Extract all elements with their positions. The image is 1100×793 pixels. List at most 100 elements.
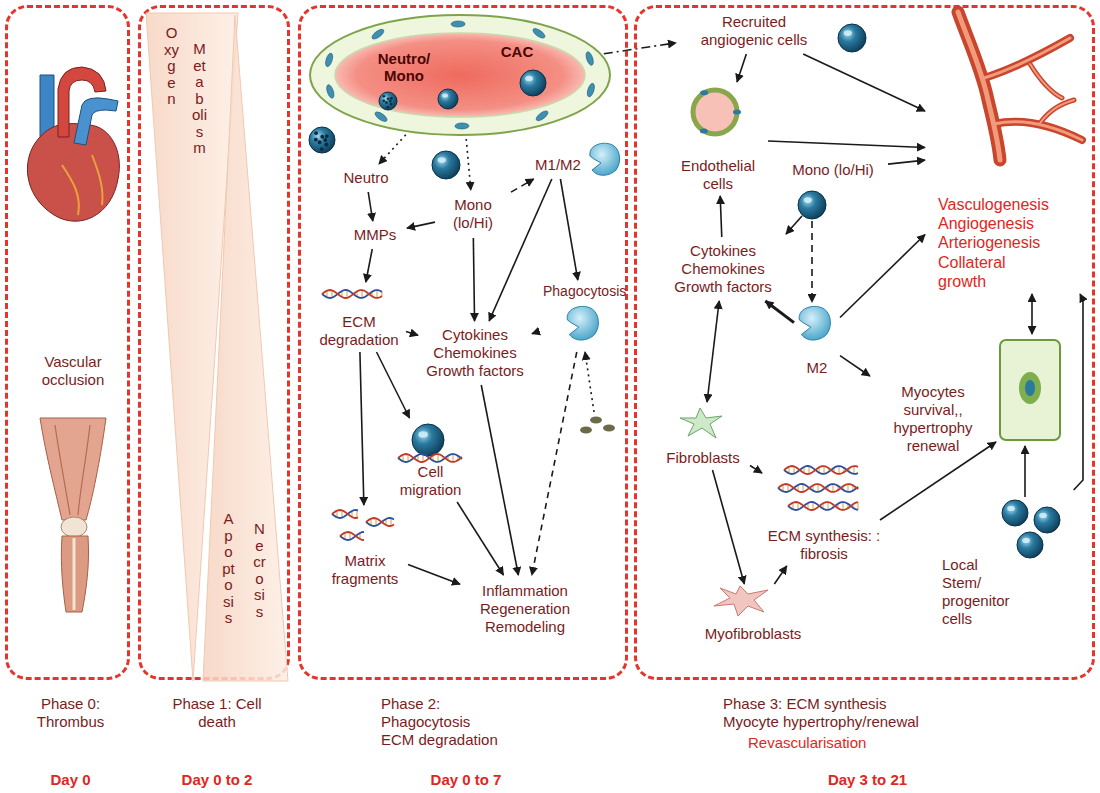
neutrophil-icon	[379, 92, 397, 110]
arrow-connector	[377, 352, 410, 418]
text-slot: Day 3 to 21	[637, 771, 1098, 789]
arrow-connector	[604, 43, 676, 54]
endothelial-vessel-icon	[693, 90, 741, 134]
arrow-connector	[481, 385, 518, 575]
node-text: Cytokines Chemokines Growth factors	[423, 326, 527, 380]
phase-label: Neutro/ Mono	[368, 50, 440, 85]
text-slot: Phase 1: Cell death	[172, 695, 262, 731]
phase-panel: Phase 3: ECM synthesis Myocyte hypertrop…	[634, 5, 1095, 680]
arrow-connector	[360, 352, 364, 505]
outcome-label: Vasculogenesis Angiogenesis Arteriogenes…	[928, 11, 1093, 291]
ecm-fiber-icon	[322, 290, 382, 298]
phase-panel: Phase 1: Cell deathDay 0 to 2OxygenMetab…	[138, 5, 290, 680]
process-label: ECM degradation	[315, 285, 403, 349]
arrow-connector	[532, 352, 577, 575]
node-text: Myofibroblasts	[699, 625, 807, 643]
cell-label: Endothelial cells	[671, 85, 765, 193]
ecm-fiber-icon	[398, 454, 462, 462]
node-text: MMPs	[348, 226, 402, 244]
text-slot: Necrosis	[252, 521, 267, 620]
node-text: M2	[799, 359, 835, 377]
arrow-connector	[466, 139, 471, 190]
neutrophil-icon	[309, 127, 335, 153]
arrow-connector	[768, 141, 925, 147]
cell-label: Mono (lo/Hi)	[781, 159, 885, 181]
arrow-connector	[888, 160, 925, 164]
monocyte-icon	[798, 191, 826, 219]
text-slot: Phase 3: ECM synthesis Myocyte hypertrop…	[723, 695, 938, 731]
monocyte-icon	[1002, 500, 1028, 526]
cell-label: M2	[797, 303, 837, 377]
text-slot: Revascularisation	[748, 734, 918, 752]
monocyte-icon	[438, 89, 458, 109]
ecm-fiber-icon	[784, 466, 858, 474]
outcome-label: Inflammation Regeneration Remodeling	[463, 578, 587, 640]
text-slot: Phase 2: Phagocytosis ECM degradation	[381, 695, 499, 749]
ecm-fiber-icon	[366, 518, 394, 526]
cell-label: M1/M2	[529, 154, 587, 176]
text-slot: Neutro/ Mono	[368, 50, 440, 85]
heart-illustration	[27, 67, 119, 221]
node-text: Neutro	[335, 169, 397, 187]
node-text: Phagocytosis	[543, 283, 625, 300]
leader-arrow	[811, 221, 813, 302]
arrow-connector	[489, 179, 552, 321]
text-slot: Vascular occlusion	[18, 353, 128, 389]
node-text: Myocytes survival,, hypertrophy renewal	[873, 383, 993, 455]
myocyte-icon	[1000, 340, 1060, 440]
arrow-connector	[473, 238, 474, 321]
arrow-connector	[408, 564, 460, 584]
vertical-label: Necrosis	[252, 521, 267, 620]
ecm-fiber-icon	[778, 484, 858, 492]
phase-label: Phase 1: Cell death	[172, 695, 262, 731]
process-label: Cell migration	[383, 421, 478, 499]
node-text: Cytokines Chemokines Growth factors	[665, 242, 781, 296]
arrow-connector	[750, 466, 762, 474]
arrow-connector	[1074, 294, 1083, 490]
leader-arrow	[585, 352, 594, 412]
vertical-label: Metabolism	[192, 41, 207, 157]
arrow-connector	[803, 54, 925, 111]
gradient-wedge: Apoptosis Necrosis	[199, 15, 291, 681]
node-text: Cell migration	[385, 463, 476, 499]
node-text: Endothelial cells	[673, 157, 763, 193]
day-label: Day 3 to 21	[637, 771, 1098, 789]
phase-label: Phase 2: Phagocytosis ECM degradation	[381, 695, 499, 749]
arrow-connector	[720, 196, 722, 237]
arrow-connector	[765, 301, 794, 323]
process-label: Cytokines Chemokines Growth factors	[663, 240, 783, 298]
ecm-fiber-icon	[340, 532, 364, 540]
debris-icon	[603, 425, 615, 432]
leader-arrow	[786, 216, 802, 234]
arrow-connector	[407, 222, 435, 228]
phase-panel: Vascular occlusionPhase 0: ThrombusDay 0	[5, 5, 130, 680]
monocyte-icon	[432, 151, 460, 179]
ecm-fiber-icon	[788, 502, 858, 510]
arrow-connector	[406, 332, 418, 336]
phase-label: Vascular occlusion	[18, 353, 128, 389]
arrow-connector	[532, 332, 538, 334]
arrow-connector	[511, 179, 534, 192]
artery-illustration	[958, 12, 1082, 160]
node-text: Inflammation Regeneration Remodeling	[465, 582, 585, 636]
node-text: ECM degradation	[317, 313, 401, 349]
cell-label: Recruited angiogenic cells	[679, 11, 829, 51]
process-label: MMPs	[346, 224, 404, 246]
vertical-label: Apoptosis	[221, 511, 236, 627]
phase-label: Revascularisation	[748, 734, 918, 752]
arrow-connector	[712, 470, 744, 584]
node-text: Local Stem/ progenitor cells	[942, 556, 1017, 628]
arrow-connector	[366, 249, 372, 282]
arrow-connector	[560, 179, 577, 280]
leader-arrow	[1031, 294, 1033, 334]
process-label: Phagocytosis	[541, 283, 627, 349]
blood-vessel: Neutro/ MonoCAC	[308, 13, 613, 138]
node-text: Mono (lo/Hi)	[440, 196, 506, 232]
node-text: M1/M2	[531, 156, 585, 174]
node-text: Mono (lo/Hi)	[783, 161, 883, 179]
day-label: Day 0 to 2	[141, 771, 293, 789]
arrow-connector	[368, 192, 373, 221]
monocyte-icon	[520, 70, 546, 96]
ecm-fiber-icon	[332, 510, 358, 518]
process-label: Myocytes survival,, hypertrophy renewal	[871, 379, 995, 459]
